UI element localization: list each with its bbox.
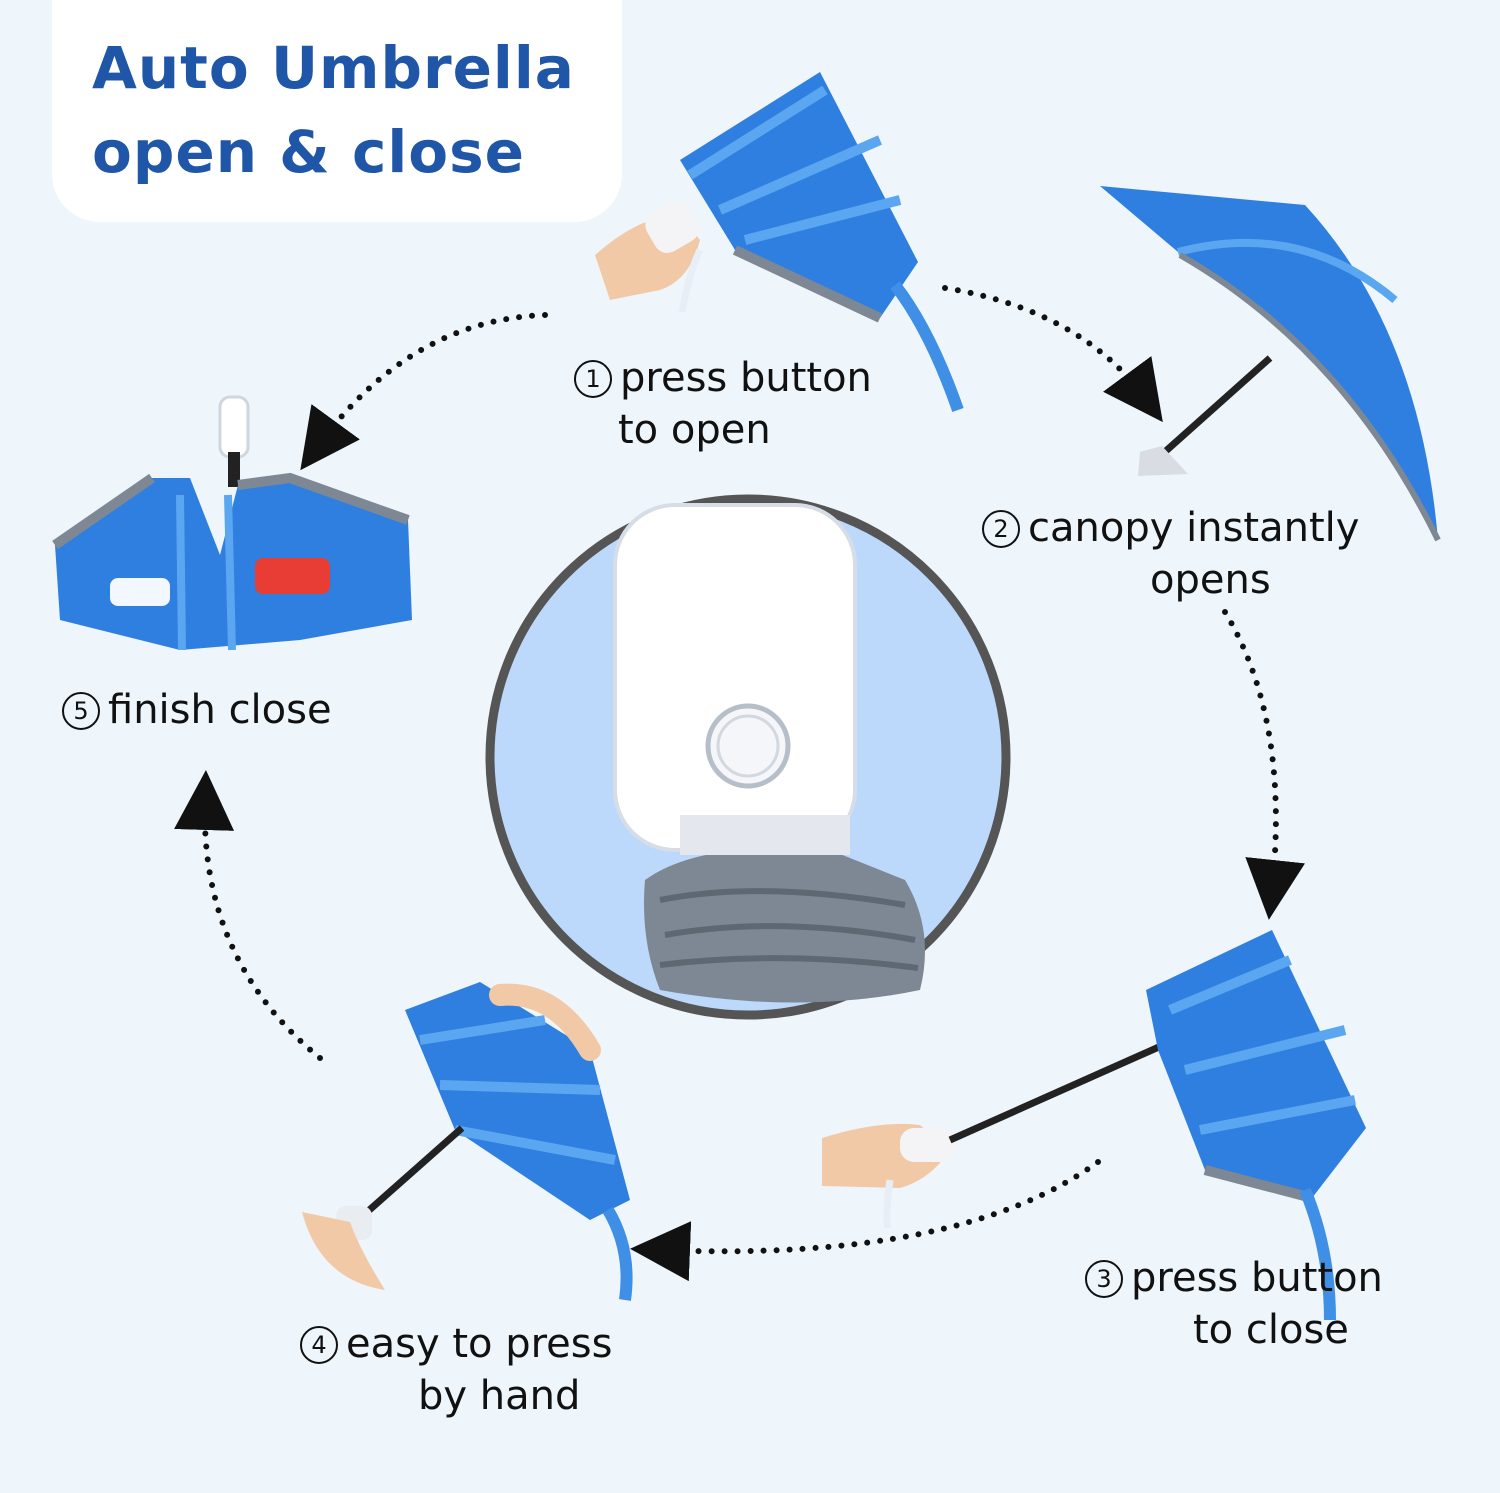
step-4-number: 4 — [300, 1326, 338, 1364]
dotted-arrow-5-to-1 — [300, 312, 548, 471]
step-3-number: 3 — [1085, 1260, 1123, 1298]
step-1-number: 1 — [574, 360, 612, 398]
title-line-1: Auto Umbrella — [92, 34, 575, 102]
step-3-line-2: to close — [1193, 1307, 1349, 1353]
step-1-line-1: press button — [620, 355, 872, 401]
step-5-number: 5 — [62, 692, 100, 730]
umbrella-hand-push-icon — [302, 982, 633, 1301]
step-3-line-1: press button — [1131, 1255, 1383, 1301]
dotted-arrow-2-to-3 — [1222, 609, 1305, 920]
step-4-line-2: by hand — [418, 1373, 581, 1419]
step-4-line-1: easy to press — [346, 1321, 613, 1367]
umbrella-pressing-close-icon — [822, 930, 1366, 1321]
step-2-line-2: opens — [1150, 557, 1271, 603]
umbrella-closed-hand-icon — [595, 72, 964, 412]
step-2-line-1: canopy instantly — [1028, 505, 1360, 551]
umbrella-handle-closeup-icon — [485, 494, 1011, 1020]
title-card — [52, 0, 622, 222]
step-2-number: 2 — [982, 510, 1020, 548]
dotted-arrow-1-to-2 — [942, 285, 1163, 423]
dotted-arrow-4-to-5 — [174, 770, 323, 1061]
dotted-arrow-3-to-4 — [630, 1159, 1101, 1282]
step-5-line-1: finish close — [108, 687, 332, 733]
title-line-2: open & close — [92, 118, 525, 186]
umbrella-open-icon — [1100, 186, 1441, 542]
step-1-line-2: to open — [618, 407, 771, 453]
umbrella-folded-icon — [52, 395, 412, 651]
